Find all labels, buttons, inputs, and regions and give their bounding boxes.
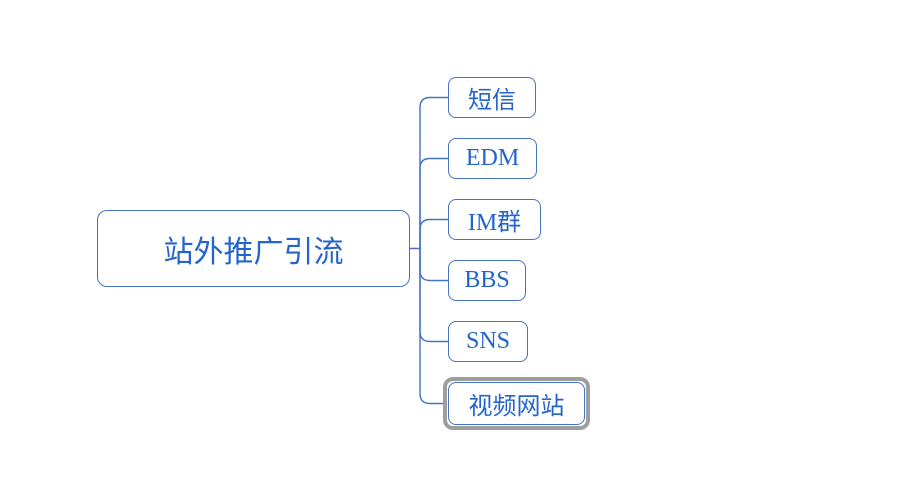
node-root-offsite-promotion[interactable]: 站外推广引流 xyxy=(97,210,410,287)
node-edm[interactable]: EDM xyxy=(448,138,537,179)
connector-branch-edm xyxy=(419,157,449,250)
node-sms[interactable]: 短信 xyxy=(448,77,536,118)
selection-ring: 视频网站 xyxy=(443,377,590,430)
node-im-group[interactable]: IM群 xyxy=(448,199,541,240)
connector-branch-video xyxy=(419,247,445,405)
connector-branch-bbs xyxy=(419,247,449,282)
connector-branch-sns xyxy=(419,247,449,343)
connector-branch-im xyxy=(419,218,449,250)
node-bbs[interactable]: BBS xyxy=(448,260,526,301)
node-video-sites[interactable]: 视频网站 xyxy=(448,382,585,425)
connector-branch-sms xyxy=(419,96,449,250)
node-sns[interactable]: SNS xyxy=(448,321,528,362)
